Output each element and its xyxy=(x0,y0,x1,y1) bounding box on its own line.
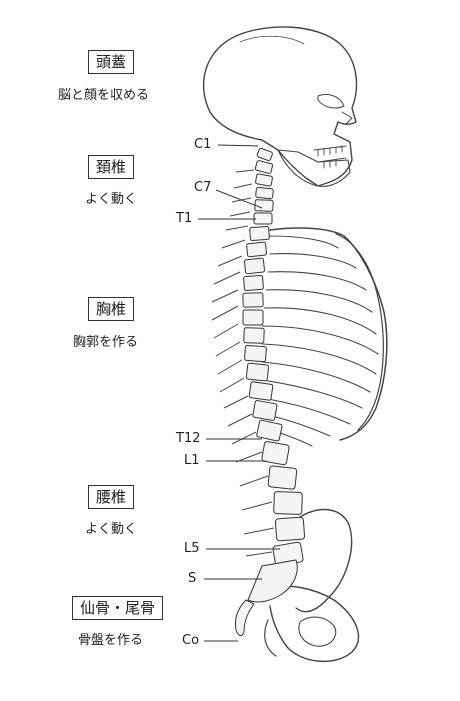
vertebra-label-c7: C7 xyxy=(194,180,212,195)
vertebra-label-s: S xyxy=(188,571,197,586)
region-desc-lumbar: よく動く xyxy=(85,522,138,537)
region-label-lumbar: 腰椎 xyxy=(88,485,135,509)
vertebra-label-co: Co xyxy=(182,633,200,648)
pelvis-ilium xyxy=(295,508,353,613)
upper-teeth xyxy=(313,145,347,157)
skull-suture xyxy=(239,35,305,45)
ribs xyxy=(261,235,379,447)
region-label-cervical: 頚椎 xyxy=(88,155,135,179)
rib-cage-outline xyxy=(269,227,388,441)
region-desc-thoracic: 胸郭を作る xyxy=(73,335,139,350)
vertebra-label-c1: C1 xyxy=(194,137,212,152)
pelvis-lower xyxy=(267,585,360,663)
lower-teeth xyxy=(317,157,347,169)
region-label-thoracic: 胸椎 xyxy=(88,297,135,321)
label-leader-lines xyxy=(198,144,280,642)
vertebra-label-t12: T12 xyxy=(176,431,201,446)
sternum xyxy=(335,233,384,431)
region-desc-skull: 脳と顔を収める xyxy=(58,88,150,103)
orbit xyxy=(317,93,345,109)
obturator-foramen xyxy=(298,616,337,647)
nasal xyxy=(341,111,353,125)
vertebra-label-l5: L5 xyxy=(184,541,200,556)
skull-cranium xyxy=(202,26,358,187)
vertebra-label-t1: T1 xyxy=(176,211,193,226)
pubis xyxy=(264,619,277,657)
spinous-processes xyxy=(211,169,275,557)
region-desc-sacrum-coccyx: 骨盤を作る xyxy=(78,633,144,648)
region-label-skull: 頭蓋 xyxy=(88,50,135,74)
vertebra-label-l1: L1 xyxy=(184,453,200,468)
spine-vertebrae xyxy=(235,147,306,637)
region-desc-cervical: よく動く xyxy=(85,192,138,207)
region-label-sacrum-coccyx: 仙骨・尾骨 xyxy=(72,596,164,620)
mandible xyxy=(277,149,351,187)
